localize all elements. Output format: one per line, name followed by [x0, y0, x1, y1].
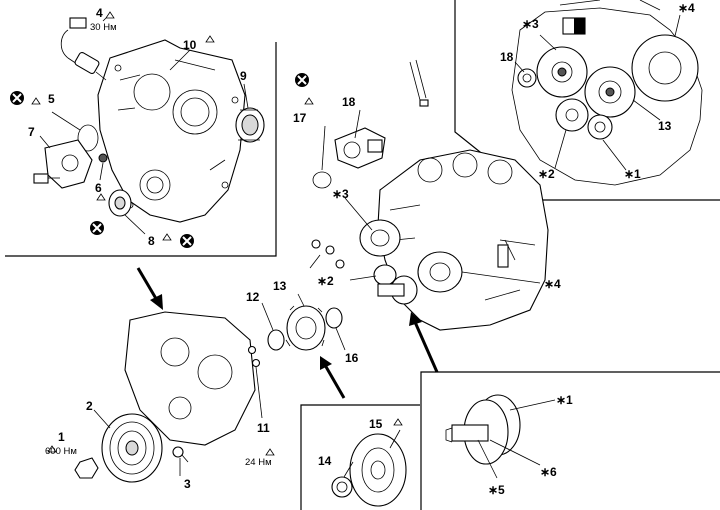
gear-4-main	[417, 251, 463, 293]
crankshaft-gear-main	[377, 275, 418, 305]
label-4: 4	[96, 6, 103, 20]
inset-frame-bottom-right	[420, 371, 720, 510]
torque-4: 30 Нм	[90, 22, 117, 33]
nut-group	[309, 239, 345, 269]
label-inset-s2: ∗2	[538, 167, 555, 181]
bushing-12	[267, 329, 285, 351]
label-inset-18: 18	[500, 50, 514, 64]
label-s4: ∗4	[544, 277, 561, 291]
arrow-crank	[409, 312, 439, 373]
label-inset-s5: ∗5	[488, 483, 505, 497]
label-inset-s1: ∗1	[624, 167, 641, 181]
gear-13-inset	[584, 66, 636, 118]
label-8: 8	[148, 234, 155, 248]
label-11: 11	[257, 421, 270, 435]
oil-seal-9	[235, 107, 265, 143]
gear-15-inset	[349, 433, 407, 507]
label-12: 12	[246, 290, 260, 304]
o-ring-17	[312, 171, 332, 189]
label-16: 16	[345, 351, 359, 365]
label-14: 14	[318, 454, 332, 468]
label-inset-s4: ∗4	[678, 1, 695, 15]
crankshaft-pulley-2	[101, 413, 163, 483]
label-6: 6	[95, 181, 102, 195]
gear-train-outline	[511, 0, 703, 186]
inset-frame-top-left	[5, 42, 277, 257]
dipstick-tube	[409, 59, 429, 107]
torque-1: 600 Нм	[45, 446, 77, 457]
label-18: 18	[342, 95, 356, 109]
label-9: 9	[240, 69, 247, 83]
shaft-16	[325, 307, 343, 329]
crank-gear-inset	[445, 394, 521, 465]
replace-icon	[90, 221, 104, 235]
gear-13-main	[285, 305, 326, 351]
leader-lines	[39, 14, 681, 479]
replace-symbols	[10, 73, 309, 248]
label-inset-s6: ∗6	[540, 465, 557, 479]
o-ring-5	[77, 124, 99, 152]
replace-icon	[10, 91, 24, 105]
injection-pump-18	[334, 127, 386, 169]
replace-icon	[180, 234, 194, 248]
label-15: 15	[369, 417, 383, 431]
label-13: 13	[273, 279, 287, 293]
label-2: 2	[86, 399, 93, 413]
washer-6	[98, 153, 108, 163]
labels: 4 30 Нм 10 9 5 7 6 8 17 18 ∗3 ∗2 ∗4 13 1…	[28, 1, 695, 497]
label-7: 7	[28, 125, 35, 139]
gear-2-inset	[555, 98, 589, 132]
oil-seal-8	[108, 189, 132, 217]
label-1: 1	[58, 430, 65, 444]
arrow-case	[136, 267, 163, 310]
label-inset-s3: ∗3	[522, 17, 539, 31]
bushing-14-inset	[331, 476, 353, 498]
label-inset-13: 13	[658, 119, 672, 133]
arrow-gear15	[320, 356, 346, 399]
label-3: 3	[184, 477, 191, 491]
timing-mark-box	[562, 17, 586, 35]
timing-gear-case-lower	[124, 311, 256, 446]
gear-4-inset	[631, 34, 699, 102]
gear-18-inset	[517, 68, 537, 88]
label-inset-s1: ∗1	[556, 393, 573, 407]
gear-3-main	[359, 219, 401, 257]
label-5: 5	[48, 92, 55, 106]
oil-pump-7	[33, 139, 93, 189]
sensor-part-4	[60, 17, 107, 81]
label-s3: ∗3	[332, 187, 349, 201]
gear-1-inset	[587, 114, 613, 140]
label-10: 10	[183, 38, 197, 52]
timing-gear-case-upper	[97, 39, 246, 223]
label-17: 17	[293, 111, 307, 125]
pulley-nut-1	[74, 457, 99, 479]
label-s2: ∗2	[317, 274, 334, 288]
torque-11: 24 Нм	[245, 457, 272, 468]
replace-icon	[295, 73, 309, 87]
inset-frame-bottom-middle	[300, 404, 420, 510]
gear-3-inset	[536, 46, 588, 98]
bolt-3	[172, 446, 189, 463]
tightening-marks	[31, 11, 403, 456]
bolt-11	[247, 345, 261, 368]
